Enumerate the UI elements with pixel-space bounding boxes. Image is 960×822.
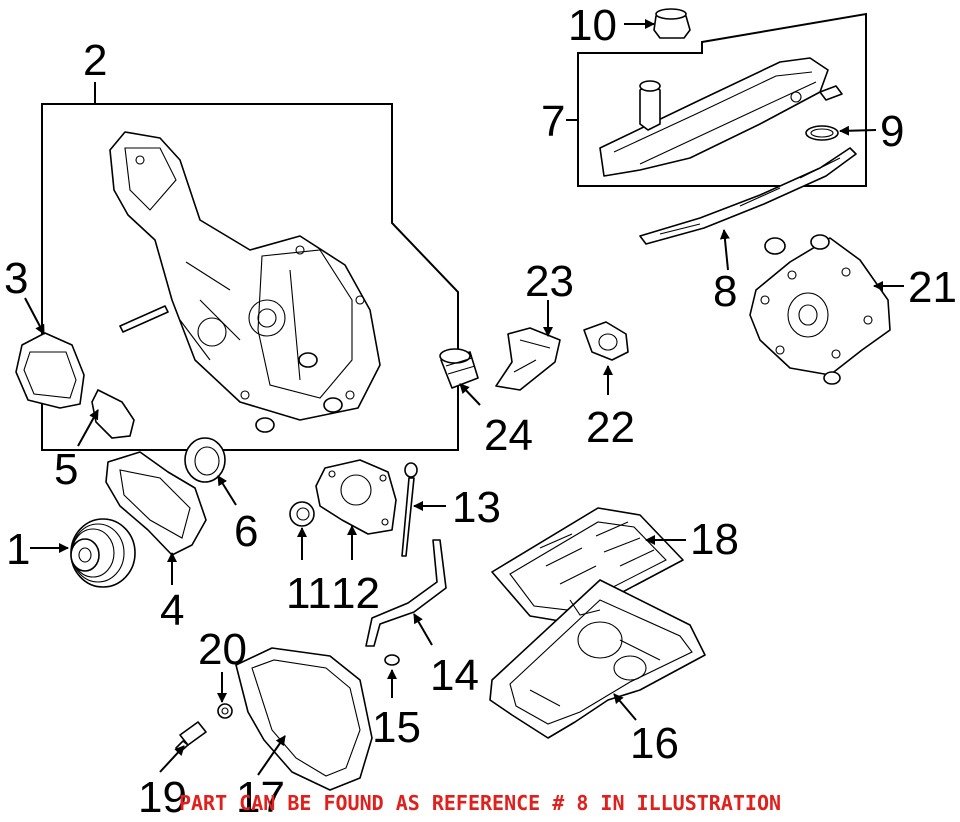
leader-14	[413, 613, 433, 646]
callout-16: 16	[630, 719, 679, 768]
lower-oil-pan-part	[235, 647, 373, 791]
callout-17: 17	[236, 773, 285, 822]
callout-15: 15	[372, 703, 421, 752]
pulley-part	[70, 518, 136, 588]
washer-part	[217, 703, 233, 719]
upper-oil-pan-part	[489, 579, 706, 739]
leader-17	[257, 735, 286, 776]
callout-9: 9	[880, 107, 904, 156]
leader-lines	[24, 19, 904, 776]
callout-8: 8	[713, 267, 737, 316]
leader-24	[459, 383, 481, 406]
callout-1: 1	[6, 525, 30, 574]
callout-11: 11	[286, 569, 332, 618]
callout-10: 10	[568, 1, 617, 50]
leader-19	[159, 745, 185, 773]
group-box-valve-cover	[577, 12, 867, 187]
thermostat-housing-part	[583, 321, 629, 361]
seal-part	[184, 437, 226, 483]
callout-6: 6	[234, 507, 258, 556]
callout-19: 19	[138, 773, 187, 822]
leader-8	[719, 229, 730, 271]
callout-12: 12	[331, 569, 380, 618]
o-ring-part	[384, 654, 400, 666]
callout-3: 3	[4, 254, 28, 303]
leader-16	[613, 693, 637, 721]
bracket-part	[495, 327, 561, 391]
seal-ring-part	[289, 501, 315, 527]
dipstick-part	[401, 462, 418, 557]
reference-note: PART CAN BE FOUND AS REFERENCE # 8 IN IL…	[179, 791, 781, 815]
callout-23: 23	[525, 257, 574, 306]
callout-20: 20	[198, 625, 247, 674]
leader-9	[839, 125, 877, 136]
valve-cover-part	[599, 57, 843, 177]
oil-filter-part	[439, 348, 479, 389]
valve-cover-seal-part	[805, 125, 839, 141]
callout-14: 14	[430, 651, 479, 700]
leader-5	[77, 409, 99, 447]
timing-cover-part	[109, 131, 381, 433]
callout-7: 7	[541, 97, 565, 146]
callout-numbers: 1 2 3 4 5 6 7 8 9 10 11 12 13 14 15 16 1…	[4, 1, 957, 822]
valve-cover-gasket-part	[639, 147, 857, 245]
callout-18: 18	[690, 515, 739, 564]
callout-21: 21	[908, 263, 957, 312]
callout-5: 5	[54, 445, 78, 494]
leader-6	[217, 475, 237, 506]
lower-cover-part	[105, 451, 207, 556]
oil-filler-cap-part	[653, 8, 691, 39]
dipstick-tube-part	[365, 539, 447, 647]
callout-2: 2	[83, 36, 107, 85]
gasket-part	[91, 388, 135, 439]
water-pump-part	[749, 234, 891, 385]
callout-4: 4	[160, 586, 184, 635]
group-box-timing-cover	[41, 82, 459, 451]
seal-retainer-part	[315, 459, 397, 535]
callout-13: 13	[452, 483, 501, 532]
cover-plate-part	[15, 332, 85, 409]
callout-24: 24	[484, 411, 533, 460]
bolt-part	[175, 721, 207, 753]
oil-pan-gasket-part	[491, 507, 684, 623]
callout-22: 22	[586, 403, 635, 452]
leader-3	[24, 297, 45, 335]
